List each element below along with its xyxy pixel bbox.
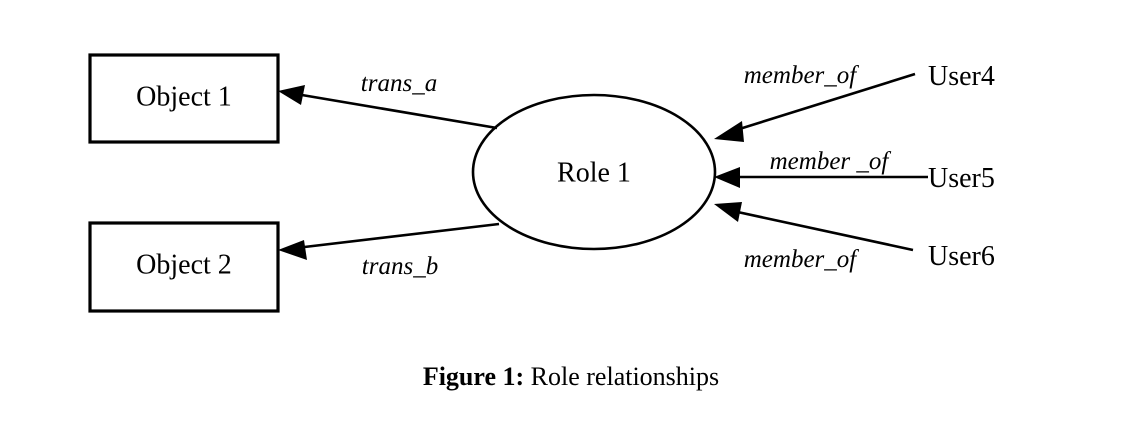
edge-member-of-user4-label: member_of [744, 62, 860, 89]
edge-member-of-user4-arrowhead [714, 121, 744, 142]
object-2-box[interactable] [88, 221, 280, 313]
edge-member-of-user4[interactable]: member_of [714, 62, 916, 142]
node-role-1[interactable]: Role 1 [471, 93, 717, 251]
edge-trans-b-line [295, 222, 500, 250]
role-1-label: Role 1 [557, 157, 631, 188]
edge-trans-a[interactable]: trans_a [278, 70, 498, 130]
object-2-label: Object 2 [136, 249, 232, 280]
edge-member-of-user6-label: member_of [744, 246, 860, 273]
edge-member-of-user6[interactable]: member_of [714, 202, 914, 273]
edge-member-of-user6-arrowhead [714, 202, 742, 222]
edge-trans-a-line [295, 92, 498, 130]
node-user-5-label[interactable]: User5 [928, 163, 995, 194]
edge-trans-b-arrowhead [278, 240, 307, 260]
role-1-ellipse[interactable] [471, 93, 717, 251]
edge-member-of-user4-line [732, 72, 916, 133]
edge-member-of-user5-arrowhead [714, 167, 740, 188]
node-user-4-label[interactable]: User4 [928, 61, 995, 92]
edge-member-of-user5-label: member _of [770, 148, 892, 175]
object-1-label: Object 1 [136, 81, 232, 112]
node-user-6-label[interactable]: User6 [928, 241, 995, 272]
figure-caption-text: Role relationships [524, 362, 720, 391]
object-1-box[interactable] [88, 53, 280, 144]
edge-trans-a-arrowhead [278, 85, 305, 105]
figure-caption: Figure 1: Role relationships [0, 362, 1142, 392]
edge-trans-a-label: trans_a [361, 70, 437, 97]
node-object-1[interactable]: Object 1 [88, 53, 280, 144]
edge-trans-b[interactable]: trans_b [278, 222, 500, 280]
edge-trans-b-label: trans_b [362, 253, 438, 280]
figure-caption-prefix: Figure 1: [422, 362, 525, 391]
node-object-2[interactable]: Object 2 [88, 221, 280, 313]
edge-member-of-user5[interactable]: member _of [714, 148, 928, 188]
edge-member-of-user6-line [732, 209, 914, 252]
